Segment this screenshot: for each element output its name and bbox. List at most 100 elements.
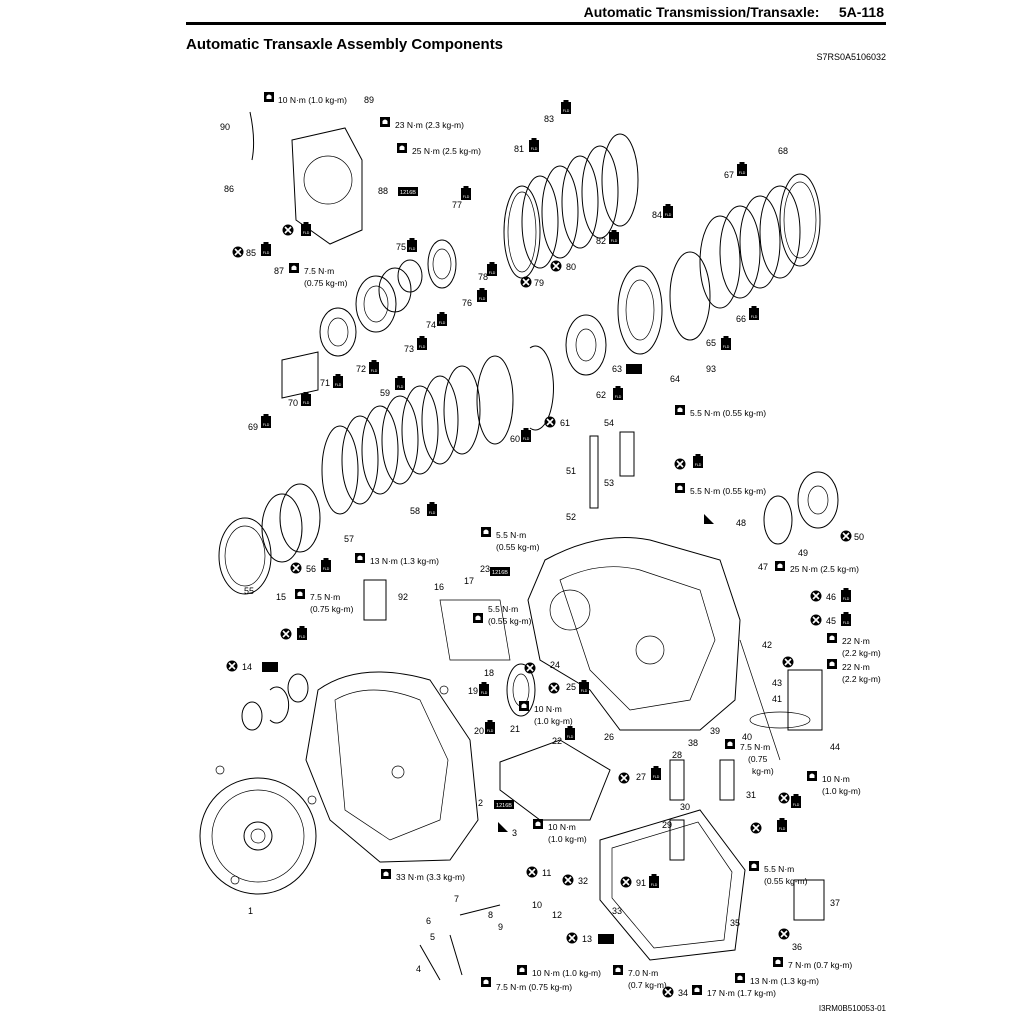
fluid-icon	[651, 766, 661, 780]
torque-87a: 7.5 N·m	[304, 266, 334, 276]
torque-37b: (0.55 kg-m)	[764, 876, 808, 886]
torque-specs: 10 N·m (1.0 kg-m) 23 N·m (2.3 kg-m) 25 N…	[264, 92, 881, 998]
fluid-icon	[841, 588, 851, 602]
label-60: 60	[510, 434, 520, 444]
torque-40a: 7.5 N·m	[740, 742, 770, 752]
label-45: 45	[826, 616, 836, 626]
label-38: 38	[688, 738, 698, 748]
do-not-reuse-icon	[525, 865, 539, 879]
label-31: 31	[746, 790, 756, 800]
torque-22b-1: 22 N·m	[842, 662, 870, 672]
label-11: 11	[542, 868, 551, 878]
header-rule	[186, 22, 886, 25]
label-7: 7	[454, 894, 459, 904]
do-not-reuse-icon	[673, 457, 687, 471]
label-43: 43	[772, 678, 782, 688]
grease-icon	[704, 514, 714, 524]
fluid-icon	[297, 626, 307, 640]
fluid-icon	[841, 612, 851, 626]
do-not-reuse-icon	[661, 985, 675, 999]
label-81: 81	[514, 144, 524, 154]
label-35: 35	[730, 918, 740, 928]
label-41: 41	[772, 694, 782, 704]
torque-40c: kg-m)	[752, 766, 774, 776]
grease-icon	[598, 934, 614, 944]
rear-housing	[291, 127, 363, 245]
label-42: 42	[762, 640, 772, 650]
section-header: Automatic Transmission/Transaxle: 5A-118	[584, 4, 884, 20]
do-not-reuse-icon	[561, 873, 575, 887]
torque-wrench-icon	[725, 739, 735, 749]
page-title: Automatic Transaxle Assembly Components	[186, 36, 504, 53]
label-6: 6	[426, 916, 431, 926]
label-8: 8	[488, 910, 493, 920]
torque-wrench-icon	[473, 613, 483, 623]
torque-89: 10 N·m (1.0 kg-m)	[278, 95, 347, 105]
label-49: 49	[798, 548, 808, 558]
label-59: 59	[380, 388, 390, 398]
do-not-reuse-icon	[619, 875, 633, 889]
torque-wrench-icon	[481, 527, 491, 537]
fluid-icon	[477, 288, 487, 302]
torque-wrench-icon	[827, 659, 837, 669]
torque-4: 7.5 N·m (0.75 kg-m)	[496, 982, 572, 992]
fluid-icon	[301, 222, 311, 236]
label-55: 55	[244, 586, 254, 596]
fluid-icon	[395, 376, 405, 390]
torque-wrench-icon	[773, 957, 783, 967]
label-46: 46	[826, 592, 836, 602]
label-53: 53	[604, 478, 614, 488]
fluid-icon	[529, 138, 539, 152]
torque-13a: 7.0 N·m	[628, 968, 658, 978]
do-not-reuse-icon	[617, 771, 631, 785]
do-not-reuse-icon	[281, 223, 295, 237]
grease-icon	[498, 822, 508, 832]
label-92: 92	[398, 592, 408, 602]
clutch-packs	[218, 133, 821, 595]
fluid-icon	[737, 162, 747, 176]
torque-25a: 25 N·m (2.5 kg-m)	[412, 146, 481, 156]
torque-wrench-icon	[295, 589, 305, 599]
label-74: 74	[426, 320, 436, 330]
label-66: 66	[736, 314, 746, 324]
torque-wrench-icon	[380, 117, 390, 127]
label-34: 34	[678, 988, 688, 998]
label-93: 93	[706, 364, 716, 374]
do-not-reuse-icon	[809, 613, 823, 627]
label-64: 64	[670, 374, 680, 384]
reference-id: S7RS0A5106032	[816, 52, 886, 62]
label-58: 58	[410, 506, 420, 516]
planetary-gears	[281, 239, 839, 717]
label-17: 17	[464, 576, 474, 586]
label-16: 16	[434, 582, 444, 592]
label-57: 57	[344, 534, 354, 544]
torque-54: 5.5 N·m (0.55 kg-m)	[690, 408, 766, 418]
label-12: 12	[552, 910, 562, 920]
fluid-icon	[437, 312, 447, 326]
svg-text:1216B: 1216B	[400, 190, 416, 196]
sealant-marks: 1216B 1216B 1216B	[398, 187, 514, 809]
fluid-icon	[333, 374, 343, 388]
fluid-icon	[649, 874, 659, 888]
fluid-icon	[461, 186, 471, 200]
label-91: 91	[636, 878, 646, 888]
torque-wrench-icon	[775, 561, 785, 571]
fluid-icon	[427, 502, 437, 516]
do-not-reuse-icon	[839, 529, 853, 543]
do-not-reuse-icon	[225, 659, 239, 673]
do-not-reuse-icon	[781, 655, 795, 669]
label-87: 87	[274, 266, 284, 276]
label-65: 65	[706, 338, 716, 348]
do-not-reuse-icon	[565, 931, 579, 945]
torque-wrench-icon	[533, 819, 543, 829]
converter-housing	[305, 671, 479, 863]
torque-wrench-icon	[749, 861, 759, 871]
label-89: 89	[364, 95, 374, 105]
torque-9: 10 N·m (1.0 kg-m)	[532, 968, 601, 978]
torque-21a: 10 N·m	[534, 704, 562, 714]
label-18: 18	[484, 668, 494, 678]
fluid-icon	[565, 726, 575, 740]
fluid-icon	[663, 204, 673, 218]
label-5: 5	[430, 932, 435, 942]
torque-23b-1: 5.5 N·m	[496, 530, 526, 540]
